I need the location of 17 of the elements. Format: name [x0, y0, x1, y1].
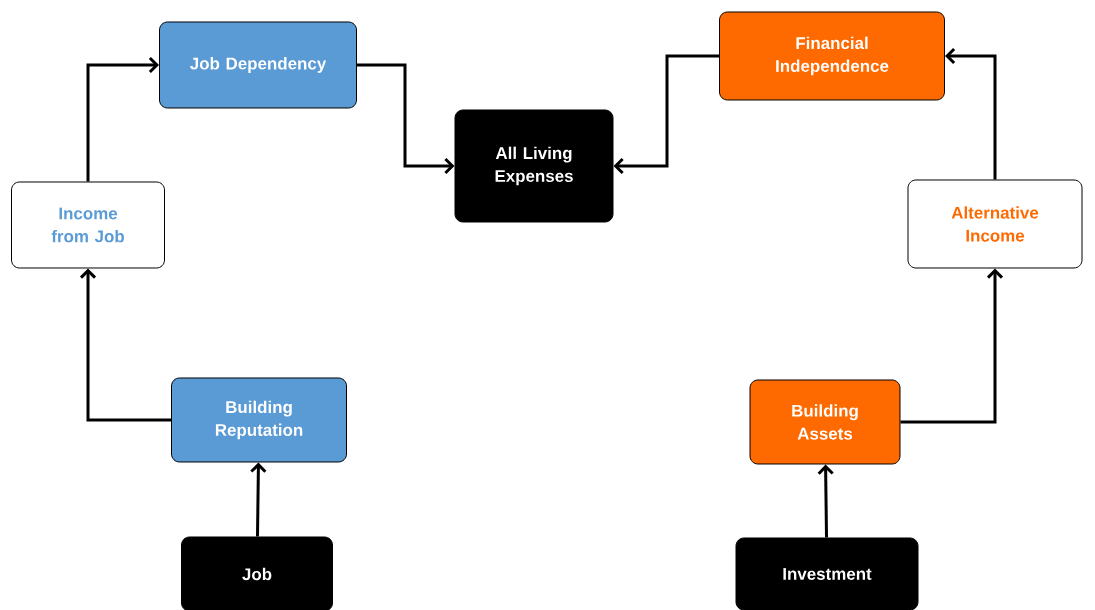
process-box: Job	[181, 536, 333, 610]
arrow	[250, 462, 267, 537]
process-box: Building Reputation	[171, 377, 347, 463]
process-box: Building Assets	[749, 379, 901, 465]
arrow	[613, 54, 719, 175]
arrow	[817, 464, 834, 538]
process-box: Income from Job	[11, 181, 165, 269]
arrow	[86, 56, 159, 182]
arrow	[79, 268, 171, 422]
process-box: All Living Expenses	[454, 109, 614, 223]
arrow	[945, 47, 997, 180]
process-box: Job Dependency	[159, 21, 357, 109]
process-box: Investment	[735, 537, 919, 610]
arrow	[900, 268, 1004, 424]
process-box: Financial Independence	[719, 11, 945, 101]
arrow	[357, 63, 455, 175]
process-box: Alternative Income	[907, 179, 1083, 269]
